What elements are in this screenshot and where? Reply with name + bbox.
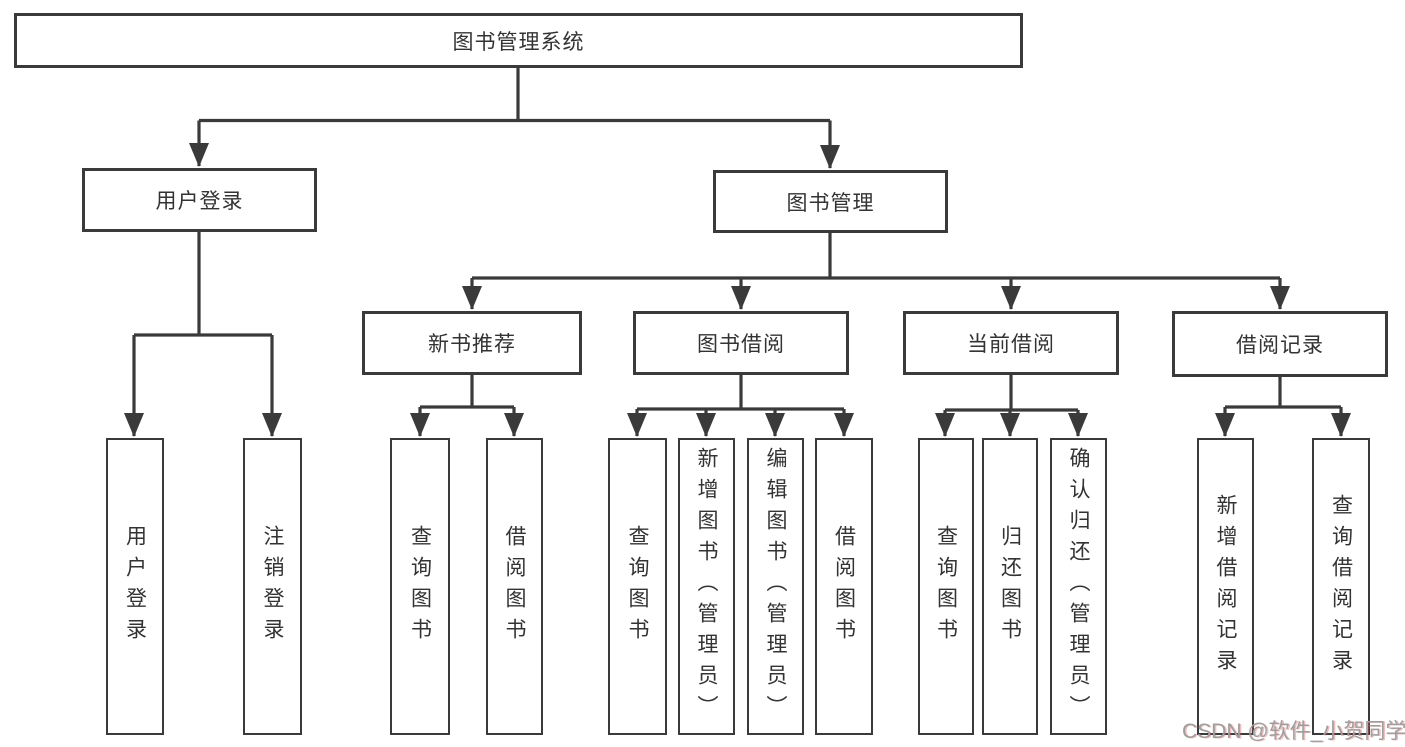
leaf-query-books-1: 查询图书 [390, 438, 450, 735]
leaf-borrow-books-1: 借阅图书 [486, 438, 543, 735]
leaf-query-books-2: 查询图书 [608, 438, 667, 735]
node-new-book-recommend: 新书推荐 [362, 311, 582, 375]
node-label: 查询图书 [408, 524, 432, 649]
connector-spines [134, 66, 1341, 412]
node-borrowing-records: 借阅记录 [1172, 311, 1388, 377]
node-book-borrowing: 图书借阅 [633, 311, 849, 375]
node-book-management: 图书管理 [713, 170, 948, 233]
node-user-login-group: 用户登录 [82, 168, 317, 232]
leaf-query-borrow-record: 查询借阅记录 [1312, 438, 1370, 735]
node-label: 图书借阅 [697, 333, 785, 356]
leaf-confirm-return-admin: 确认归还（管理员） [1050, 438, 1107, 735]
node-label: 注销登录 [261, 524, 285, 649]
node-library-management-system: 图书管理系统 [14, 13, 1023, 68]
leaf-add-book-admin: 新增图书（管理员） [678, 438, 735, 735]
watermark: CSDN @软件_小贺同学 [1182, 720, 1405, 743]
node-label: 编辑图书（管理员） [764, 447, 788, 726]
leaf-logout-login: 注销登录 [243, 438, 302, 735]
leaf-edit-book-admin: 编辑图书（管理员） [747, 438, 804, 735]
leaf-user-login: 用户登录 [106, 438, 164, 735]
leaf-return-book: 归还图书 [982, 438, 1038, 735]
node-label: 借阅记录 [1236, 334, 1324, 357]
node-label: 图书管理系统 [452, 30, 585, 54]
node-label: 查询图书 [934, 524, 958, 649]
node-label: 图书管理 [786, 191, 875, 215]
node-label: 借阅图书 [832, 524, 856, 649]
node-label: 归还图书 [998, 524, 1022, 649]
node-label: 新增图书（管理员） [695, 447, 719, 726]
node-label: 查询借阅记录 [1329, 493, 1353, 680]
node-label: 用户登录 [123, 524, 147, 649]
leaf-borrow-books-2: 借阅图书 [815, 438, 873, 735]
leaf-query-books-3: 查询图书 [918, 438, 974, 735]
node-label: 借阅图书 [503, 524, 527, 649]
node-label: 新书推荐 [428, 333, 516, 356]
leaf-add-borrow-record: 新增借阅记录 [1197, 438, 1254, 735]
node-current-borrowing: 当前借阅 [903, 311, 1119, 375]
node-label: 查询图书 [626, 524, 650, 649]
node-label: 用户登录 [155, 190, 244, 213]
node-label: 当前借阅 [967, 333, 1055, 356]
node-label: 确认归还（管理员） [1067, 447, 1091, 726]
node-label: 新增借阅记录 [1214, 493, 1238, 680]
